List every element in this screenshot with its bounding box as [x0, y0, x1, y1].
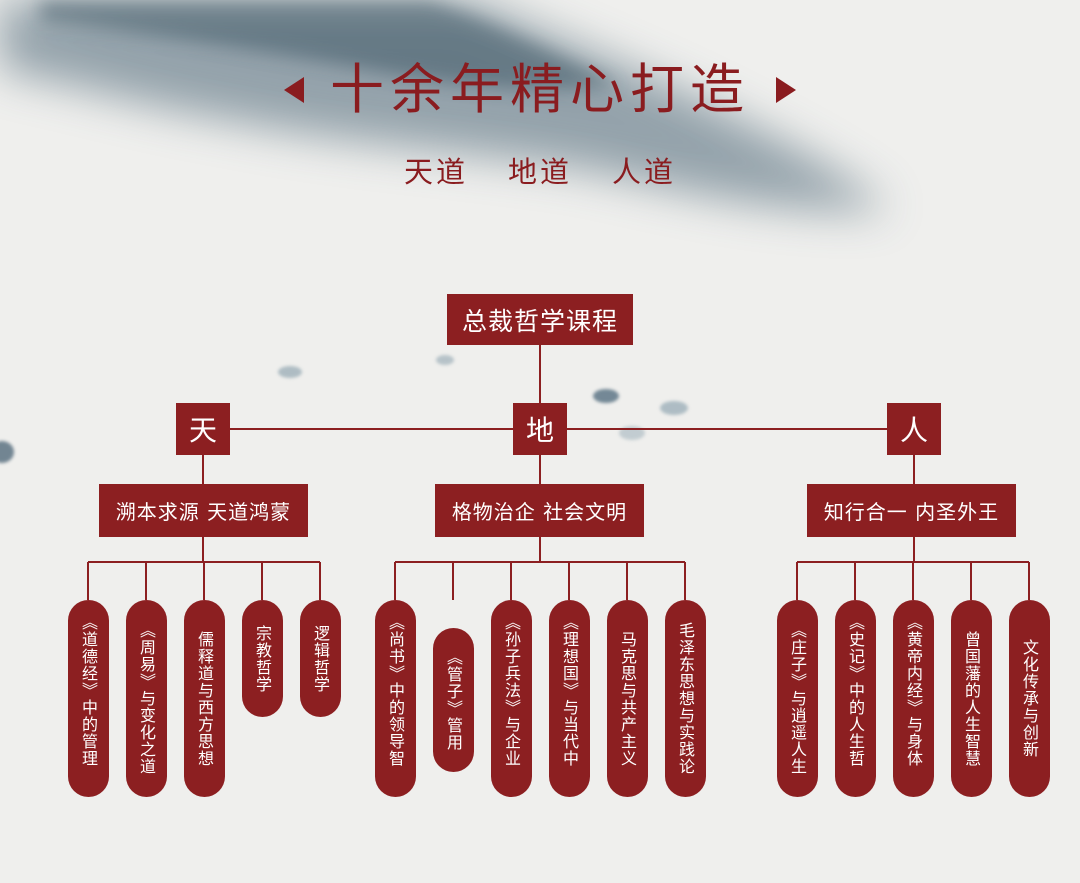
theme-tian: 溯本求源 天道鸿蒙: [99, 484, 308, 537]
title-row: 十余年精心打造: [0, 52, 1080, 128]
category-di: 地: [513, 403, 567, 455]
course-di-3: 《孙子兵法》与企业战略: [491, 600, 532, 797]
root-node: 总裁哲学课程: [447, 294, 633, 345]
course-di-5: 马克思与共产主义: [607, 600, 648, 797]
course-ren-5: 文化传承与创新: [1009, 600, 1050, 797]
triangle-left-icon: [284, 77, 304, 103]
course-ren-3: 《黄帝内经》与身体健康: [893, 600, 934, 797]
course-ren-4: 曾国藩的人生智慧: [951, 600, 992, 797]
page-title: 十余年精心打造: [330, 58, 750, 121]
course-di-4: 《理想国》与当代中国: [549, 600, 590, 797]
course-tian-2: 《周易》与变化之道: [126, 600, 167, 797]
course-tian-5: 逻辑哲学: [300, 600, 341, 717]
theme-di: 格物治企 社会文明: [435, 484, 644, 537]
course-ren-1: 《庄子》与逍遥人生: [777, 600, 818, 797]
triangle-right-icon: [776, 77, 796, 103]
subtitle-row: 天道 地道 人道: [0, 150, 1080, 194]
theme-ren: 知行合一 内圣外王: [807, 484, 1016, 537]
category-tian: 天: [176, 403, 230, 455]
course-tian-4: 宗教哲学: [242, 600, 283, 717]
course-tian-1: 《道德经》中的管理智慧: [68, 600, 109, 797]
course-ren-2: 《史记》中的人生哲理: [835, 600, 876, 797]
subtitle-didao: 地道: [507, 155, 572, 189]
category-ren: 人: [887, 403, 941, 455]
course-di-2: 《管子》管用: [433, 628, 474, 772]
subtitle-rendao: 人道: [612, 155, 677, 189]
course-di-6: 毛泽东思想与实践论: [665, 600, 706, 797]
subtitle-tiandao: 天道: [403, 155, 468, 189]
course-di-1: 《尚书》中的领导智慧: [375, 600, 416, 797]
course-tian-3: 儒释道与西方思想: [184, 600, 225, 797]
